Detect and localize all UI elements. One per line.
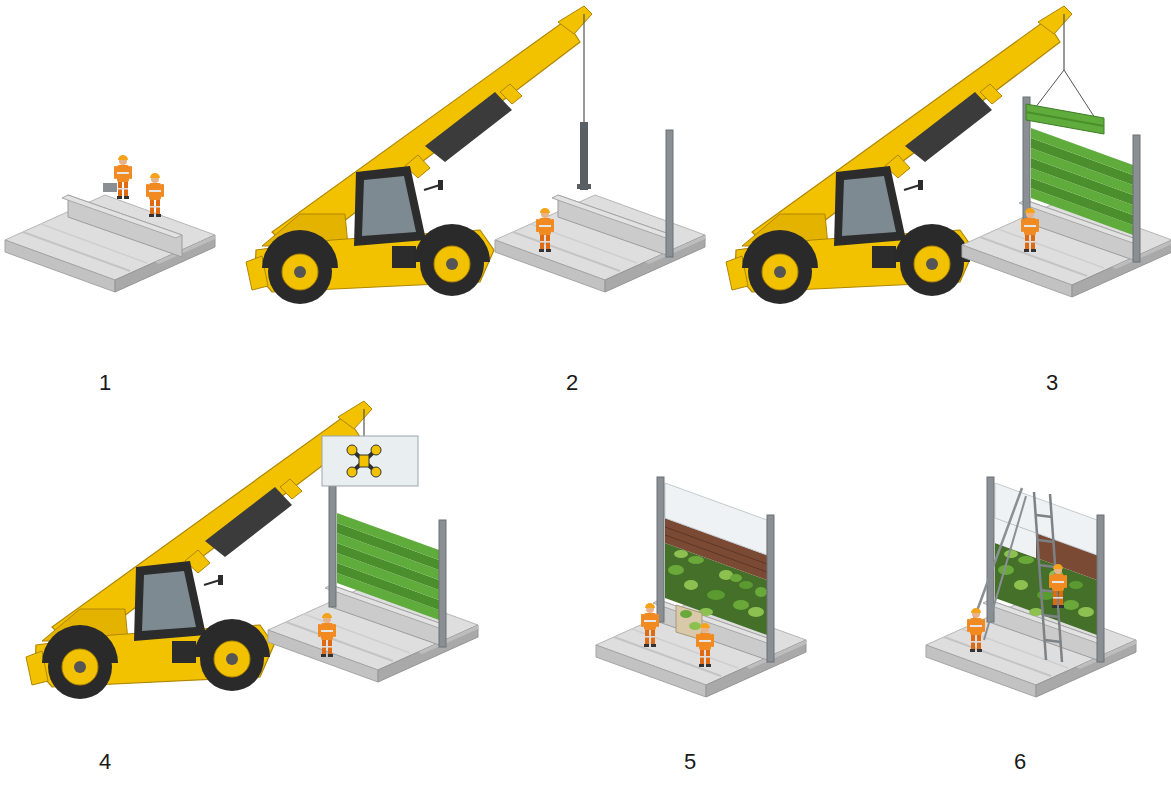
- steel-post: [987, 477, 994, 622]
- sling: [1064, 70, 1095, 118]
- step-four-scene: [268, 482, 478, 682]
- worker: [536, 208, 554, 252]
- post-foot: [577, 184, 591, 189]
- post-anchor: [103, 183, 117, 192]
- callout-number: 3: [1046, 370, 1058, 396]
- glass-panel: [665, 483, 767, 555]
- steel-post: [1097, 515, 1104, 662]
- worker: [1021, 208, 1039, 252]
- crane-cable: [583, 14, 584, 122]
- acoustic-panels: [1031, 128, 1133, 235]
- worker: [146, 173, 164, 217]
- step-three-scene: [962, 97, 1171, 297]
- steel-post: [329, 482, 336, 607]
- step-six-scene: [926, 477, 1136, 697]
- steel-post: [657, 477, 664, 622]
- pole: [984, 496, 1026, 640]
- step-five-scene: [596, 477, 806, 697]
- concrete-slab: [5, 195, 215, 292]
- panel-groove: [1026, 112, 1104, 126]
- crane-cable: [1063, 14, 1064, 70]
- callout-number: 5: [684, 749, 696, 775]
- acoustic-panels: [337, 513, 439, 620]
- steel-post: [439, 520, 446, 647]
- steel-post: [666, 130, 673, 257]
- plants: [998, 550, 1094, 617]
- callout-number: 4: [99, 749, 111, 775]
- worker: [641, 603, 659, 647]
- callout-number: 2: [566, 370, 578, 396]
- sling: [1035, 70, 1064, 108]
- steel-post: [1133, 135, 1140, 262]
- vacuum-lifter: [347, 445, 381, 477]
- callout-number: 1: [99, 370, 111, 396]
- base-wall: [62, 195, 182, 257]
- hanging-panel: [1026, 104, 1104, 134]
- base-wall: [552, 195, 672, 257]
- step-one-scene: [5, 155, 215, 292]
- steel-post: [767, 515, 774, 662]
- worker: [696, 623, 714, 667]
- hanging-post: [580, 122, 588, 190]
- worker: [114, 155, 132, 199]
- callout-number: 6: [1014, 749, 1026, 775]
- worker: [967, 608, 985, 652]
- worker: [1049, 564, 1067, 608]
- step-two-scene: [495, 130, 705, 292]
- glass-panel: [322, 436, 418, 486]
- worker: [318, 613, 336, 657]
